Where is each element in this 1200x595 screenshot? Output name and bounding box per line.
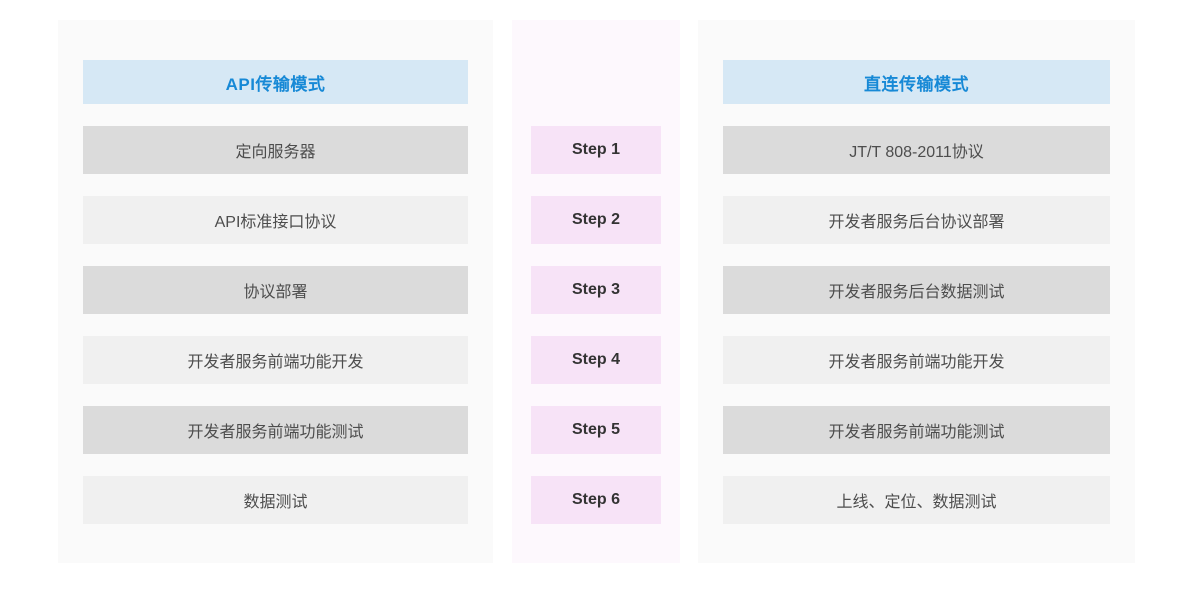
api-mode-row-2: API标准接口协议 — [83, 196, 468, 244]
direct-mode-header: 直连传输模式 — [723, 60, 1110, 104]
direct-mode-row-2: 开发者服务后台协议部署 — [723, 196, 1110, 244]
api-mode-header: API传输模式 — [83, 60, 468, 104]
direct-mode-row-6: 上线、定位、数据测试 — [723, 476, 1110, 524]
step-4-badge: Step 4 — [531, 336, 661, 384]
direct-mode-row-1: JT/T 808-2011协议 — [723, 126, 1110, 174]
direct-mode-panel: 直连传输模式 JT/T 808-2011协议 开发者服务后台协议部署 开发者服务… — [698, 20, 1135, 563]
api-mode-row-1: 定向服务器 — [83, 126, 468, 174]
direct-mode-row-3: 开发者服务后台数据测试 — [723, 266, 1110, 314]
api-mode-row-3: 协议部署 — [83, 266, 468, 314]
step-1-badge: Step 1 — [531, 126, 661, 174]
step-6-badge: Step 6 — [531, 476, 661, 524]
step-3-badge: Step 3 — [531, 266, 661, 314]
direct-mode-row-4: 开发者服务前端功能开发 — [723, 336, 1110, 384]
api-mode-row-5: 开发者服务前端功能测试 — [83, 406, 468, 454]
step-5-badge: Step 5 — [531, 406, 661, 454]
direct-mode-row-5: 开发者服务前端功能测试 — [723, 406, 1110, 454]
step-2-badge: Step 2 — [531, 196, 661, 244]
api-mode-row-4: 开发者服务前端功能开发 — [83, 336, 468, 384]
api-mode-panel: API传输模式 定向服务器 API标准接口协议 协议部署 开发者服务前端功能开发… — [58, 20, 493, 563]
api-mode-row-6: 数据测试 — [83, 476, 468, 524]
steps-panel: Step 1 Step 2 Step 3 Step 4 Step 5 Step … — [512, 20, 680, 563]
